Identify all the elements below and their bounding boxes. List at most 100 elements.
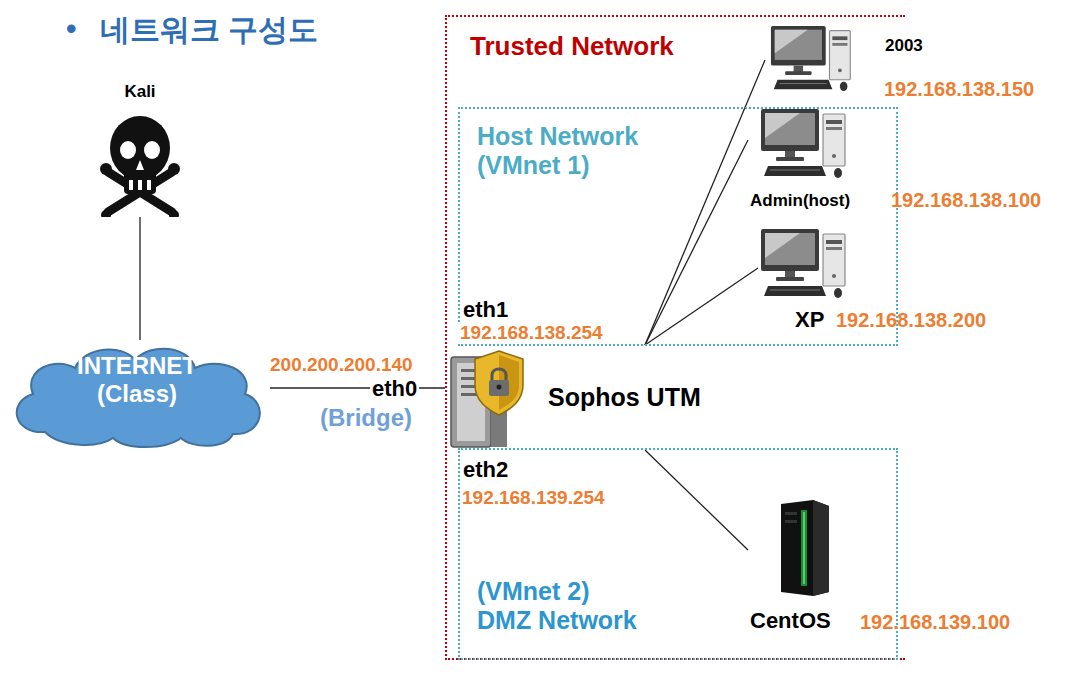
icon-part	[785, 520, 797, 523]
title-bullet: •	[64, 12, 79, 47]
icon-part	[765, 233, 800, 258]
icon-part	[147, 180, 151, 190]
firewall-utm: Sophos UTM	[445, 345, 745, 450]
icon-part	[781, 500, 829, 596]
icon-part	[120, 141, 136, 159]
node-label: Sophos UTM	[548, 383, 701, 412]
icon-part	[832, 43, 847, 46]
icon-part	[138, 180, 142, 190]
icon-part	[124, 168, 156, 194]
icon-part	[447, 345, 527, 450]
icon-part	[832, 274, 836, 278]
node-label: XP	[795, 307, 824, 332]
interface-label: (Bridge)	[318, 404, 414, 432]
internet-cloud: INTERNET (Class)	[5, 340, 270, 450]
icon-part	[834, 168, 842, 178]
host-network-zone: Host Network (VMnet 1) Admin(host) 192.168…	[458, 107, 898, 346]
node-icon	[100, 112, 180, 217]
icon-part	[144, 141, 160, 159]
icon-part	[492, 369, 506, 381]
client-host: XP 192.168.138.200	[758, 225, 1018, 335]
node-icon	[770, 25, 855, 93]
icon-part	[794, 66, 803, 73]
diagram-title: 네트워크 구성도	[100, 13, 318, 48]
icon-part	[785, 512, 797, 515]
icon-part	[776, 277, 804, 281]
node-label: 2003	[885, 36, 923, 56]
node-label: Kali	[95, 82, 185, 102]
icon-part	[17, 349, 260, 447]
node-icon	[760, 228, 850, 300]
interface-label: eth2	[461, 457, 510, 482]
interface-label: eth1	[461, 297, 510, 322]
icon-part	[497, 385, 502, 390]
node-label: (VMnet 2) DMZ Network	[477, 577, 645, 635]
node-label: Admin(host)	[750, 191, 850, 211]
icon-part	[826, 247, 842, 250]
icon-part	[100, 163, 112, 175]
ip-address: 192.168.138.100	[891, 189, 1041, 212]
icon-part	[770, 170, 820, 171]
ip-address: 192.168.138.200	[836, 309, 986, 332]
ip-address: 192.168.138.150	[884, 78, 1034, 101]
icon-part	[801, 510, 807, 586]
icon-part	[830, 31, 851, 80]
interface-label: 192.168.139.254	[460, 487, 607, 509]
icon-part	[803, 512, 805, 584]
icon-part	[129, 180, 133, 190]
icon-part	[823, 234, 845, 286]
icon-part	[785, 271, 795, 278]
icon-part	[764, 286, 826, 296]
icon-part	[761, 109, 819, 151]
icon-part	[832, 154, 836, 158]
icon-part	[770, 290, 820, 291]
icon-part	[838, 68, 842, 72]
icon-part	[475, 351, 523, 415]
icon-part	[168, 163, 180, 175]
node-label: CentOS	[750, 608, 831, 633]
interface-label: 192.168.138.254	[458, 322, 605, 344]
icon-part	[761, 229, 819, 271]
icon-part	[136, 160, 144, 170]
icon-part	[771, 26, 826, 66]
icon-part	[776, 157, 804, 161]
icon-part	[770, 25, 855, 93]
icon-part	[832, 36, 847, 40]
dmz-server: CentOS 192.168.139.100	[748, 495, 1048, 640]
icon-part	[785, 71, 811, 75]
icon-part	[785, 151, 795, 158]
network-link	[645, 450, 748, 550]
icon-part	[826, 120, 842, 124]
icon-part	[775, 30, 822, 60]
node-label: Host Network (VMnet 1)	[477, 122, 645, 180]
interface-label: 200.200.200.140	[268, 354, 415, 376]
node-label: Trusted Network	[470, 32, 674, 62]
attacker-node: Kali	[95, 82, 188, 217]
icon-part	[765, 233, 815, 265]
node-icon	[447, 345, 527, 450]
node-icon	[773, 498, 833, 598]
ip-address: 192.168.139.100	[860, 611, 1010, 634]
node-icon	[760, 108, 850, 180]
icon-part	[775, 30, 808, 54]
network-link	[139, 217, 140, 340]
icon-part	[489, 380, 509, 396]
network-link	[645, 268, 758, 345]
icon-part	[169, 210, 179, 217]
icon-part	[760, 228, 850, 300]
network-link	[645, 60, 765, 345]
icon-part	[764, 166, 826, 176]
server-host: 2003 192.168.138.150	[765, 20, 1065, 105]
icon-part	[779, 83, 826, 84]
icon-part	[760, 108, 850, 180]
icon-part	[834, 288, 842, 298]
icon-part	[840, 82, 848, 91]
interface-label: eth0	[370, 376, 419, 401]
dmz-zone: (VMnet 2) DMZ NetworkCentOS192.168.139.1…	[458, 448, 898, 660]
icon-part	[765, 113, 815, 145]
icon-part	[774, 80, 833, 89]
icon-part	[826, 240, 842, 244]
network-link	[645, 140, 748, 345]
